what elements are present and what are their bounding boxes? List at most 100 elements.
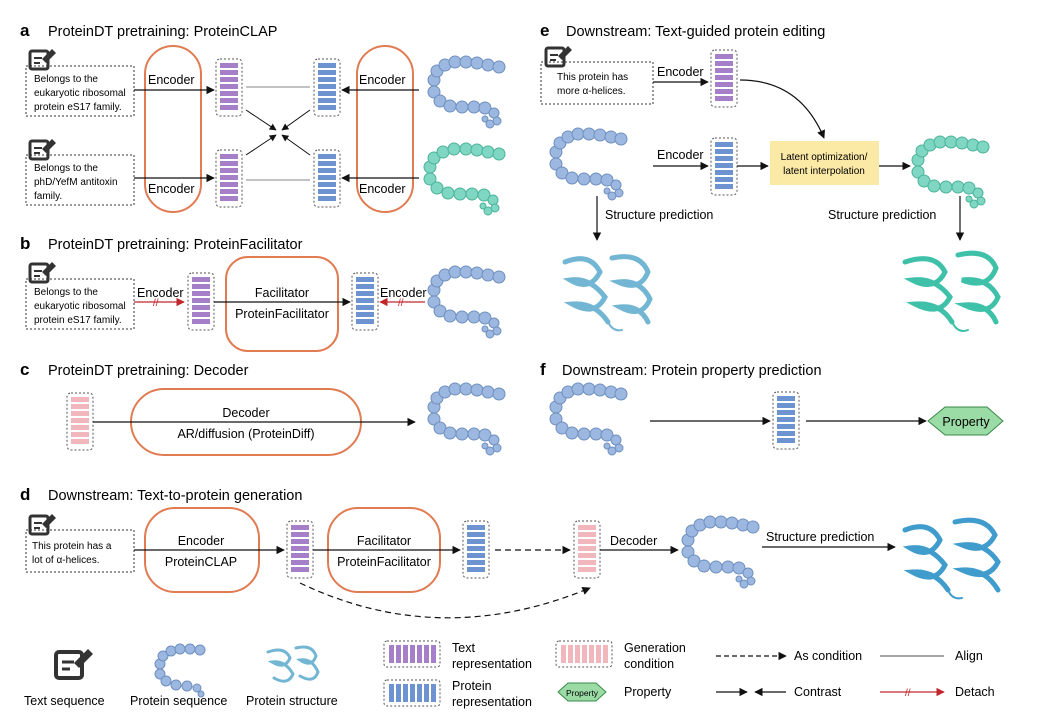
decoder-label-c: Decoder — [222, 406, 269, 420]
text-a2-line3: family. — [34, 191, 62, 202]
text-box-d — [25, 529, 135, 573]
panel-d-title: Downstream: Text-to-protein generation — [48, 488, 302, 504]
encoder-label-a2: Encoder — [148, 182, 195, 196]
decoder-sub-c: AR/diffusion (ProteinDiff) — [177, 427, 314, 441]
panel-b-letter: b — [20, 234, 30, 253]
protein-sequence-icon — [427, 265, 506, 339]
legend-protein-sequence-icon — [154, 643, 206, 698]
legend-text-sequence: Text sequence — [24, 694, 105, 708]
legend-text-representation — [383, 640, 441, 668]
text-encoder-capsule — [144, 45, 202, 213]
property-label-f: Property — [942, 415, 990, 429]
arrow-text-rep-to-latent — [739, 79, 825, 139]
panel-a-letter: a — [20, 21, 30, 40]
text-b-line3: protein eS17 family. — [34, 315, 122, 326]
protein-representation-e — [710, 137, 738, 196]
text-sequence-icon — [28, 139, 56, 161]
text-sequence-icon — [28, 514, 56, 536]
panel-f-title: Downstream: Protein property prediction — [562, 363, 822, 379]
legend-as-condition: As condition — [794, 649, 862, 663]
encoder-label-b: Encoder — [137, 286, 184, 300]
panel-e-title: Downstream: Text-guided protein editing — [566, 24, 825, 40]
legend-protein-representation — [383, 679, 441, 707]
panel-d-letter: d — [20, 485, 30, 504]
structure-label-d: Structure prediction — [766, 530, 874, 544]
facilitator-sub-d: ProteinFacilitator — [337, 555, 431, 569]
legend-gen-cond-line2: condition — [624, 657, 674, 671]
protein-representation-b — [351, 272, 379, 331]
legend-gen-cond-line1: Generation — [624, 641, 686, 655]
text-representation-a2 — [215, 149, 243, 208]
encoder-label-e2: Encoder — [657, 148, 704, 162]
detach-mark-b1: // — [153, 298, 159, 309]
generation-condition-d — [573, 520, 601, 579]
text-a2-line1: Belongs to the — [34, 163, 98, 174]
text-a2-line2: phD/YefM antitoxin — [34, 177, 118, 188]
encoder-label-b2: Encoder — [380, 286, 427, 300]
facilitator-label-b: Facilitator — [255, 286, 309, 300]
panel-e: e Downstream: Text-guided protein editin… — [540, 21, 1001, 332]
protein-structure-icon — [902, 517, 1001, 600]
text-a1-line1: Belongs to the — [34, 74, 98, 85]
panel-c-title: ProteinDT pretraining: Decoder — [48, 363, 249, 379]
protein-structure-icon-teal — [902, 250, 1001, 332]
panel-f-letter: f — [540, 360, 546, 379]
legend-property-badge-text: Property — [566, 688, 599, 698]
text-box-a1 — [25, 65, 135, 117]
legend-text-rep-line2: representation — [452, 657, 532, 671]
text-representation-a1 — [215, 58, 243, 117]
text-representation-e — [710, 49, 738, 108]
protein-sequence-icon — [549, 127, 628, 201]
contrast-arrow-2 — [281, 109, 311, 131]
contrast-arrow-4 — [281, 134, 311, 156]
panel-a: a ProteinDT pretraining: ProteinCLAP Bel… — [20, 21, 506, 216]
protein-sequence-icon — [681, 515, 760, 589]
legend-property: Property — [624, 685, 672, 699]
panel-b-title: ProteinDT pretraining: ProteinFacilitato… — [48, 237, 303, 253]
protein-sequence-icon-teal — [911, 135, 990, 209]
text-sequence-icon — [544, 46, 572, 68]
text-sequence-icon — [28, 262, 56, 284]
text-e-line2: more α-helices. — [557, 86, 626, 97]
latent-optimization-box — [770, 141, 879, 185]
facilitator-capsule-b — [225, 256, 339, 352]
contrast-arrow-3 — [245, 134, 277, 156]
detach-mark-b2: // — [398, 298, 404, 309]
encoder-label-a1: Encoder — [148, 73, 195, 87]
text-box-b — [25, 278, 135, 330]
latent-line2: latent interpolation — [783, 166, 865, 177]
panel-a-title: ProteinDT pretraining: ProteinCLAP — [48, 24, 277, 40]
encoder-sub-d: ProteinCLAP — [165, 555, 237, 569]
encoder-label-a3: Encoder — [359, 73, 406, 87]
protein-sequence-icon — [427, 55, 506, 129]
protein-sequence-icon-teal — [423, 142, 506, 216]
legend-detach: Detach — [955, 685, 995, 699]
text-representation-d — [286, 520, 314, 579]
panel-d: d Downstream: Text-to-protein generation… — [20, 485, 1001, 619]
panel-e-letter: e — [540, 21, 549, 40]
protein-encoder-capsule — [356, 45, 414, 213]
text-d-line1: This protein has a — [32, 541, 112, 552]
legend-protein-rep-line1: Protein — [452, 679, 492, 693]
text-box-a2 — [25, 154, 135, 206]
protein-sequence-icon — [427, 382, 506, 456]
legend-property-badge — [557, 682, 607, 702]
structure-label-e2: Structure prediction — [828, 208, 936, 222]
facilitator-sub-b: ProteinFacilitator — [235, 307, 329, 321]
protein-representation-a2 — [313, 149, 341, 208]
legend-align: Align — [955, 649, 983, 663]
text-d-line2: lot of α-helices. — [32, 555, 99, 566]
legend-detach-mark: // — [905, 688, 911, 699]
legend-text-sequence-icon — [54, 649, 93, 680]
legend-text-rep-line1: Text — [452, 641, 475, 655]
text-b-line2: eukaryotic ribosomal — [34, 301, 126, 312]
protein-representation-d — [462, 520, 490, 579]
contrast-arrow-1 — [245, 109, 277, 131]
text-b-line1: Belongs to the — [34, 287, 98, 298]
text-a1-line2: eukaryotic ribosomal — [34, 88, 126, 99]
legend-generation-condition — [555, 640, 613, 668]
text-sequence-icon — [28, 49, 56, 71]
protein-representation-a1 — [313, 58, 341, 117]
text-a1-line3: protein eS17 family. — [34, 102, 122, 113]
legend-contrast: Contrast — [794, 685, 842, 699]
